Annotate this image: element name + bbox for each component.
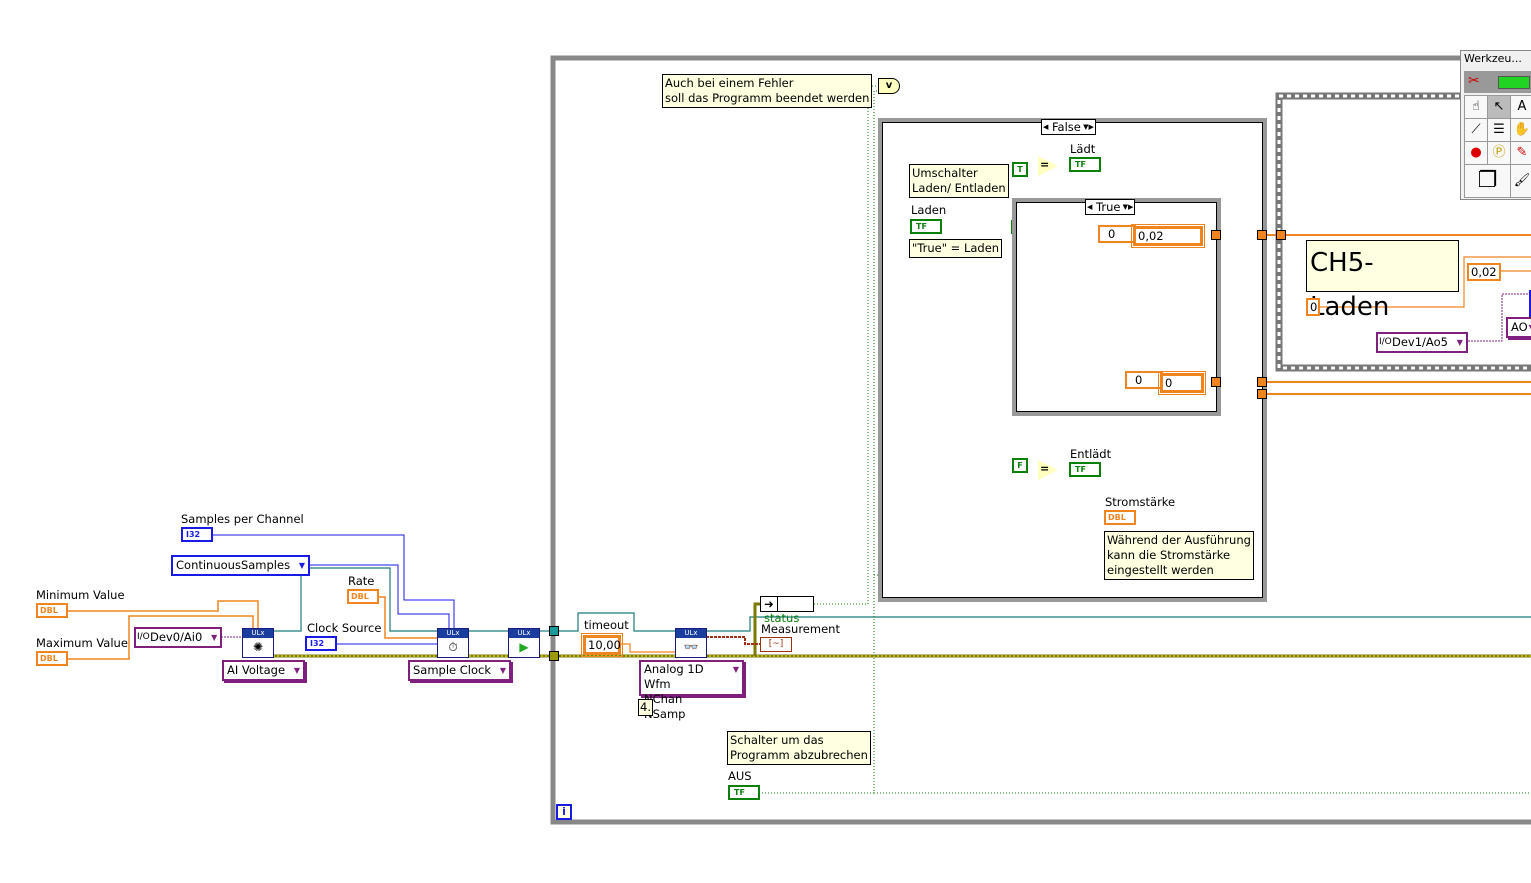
tunnel-outer-1 <box>1257 230 1267 240</box>
wire-max <box>67 615 254 660</box>
timeout-constant[interactable]: 10,00 <box>581 633 623 657</box>
laedt-indicator: TF <box>1069 157 1101 172</box>
entlaedt-indicator: TF <box>1069 462 1101 477</box>
color-tool-icon[interactable]: ❐ <box>1464 164 1511 198</box>
measurement-label: Measurement <box>761 622 840 636</box>
probe-tool-icon[interactable]: Ⓟ <box>1487 141 1511 165</box>
tunnel-sequence <box>1276 230 1286 240</box>
maximum-value-label: Maximum Value <box>36 636 128 650</box>
maximum-value-control[interactable]: DBL <box>36 651 68 666</box>
array-index-1[interactable]: 0 <box>1098 225 1136 243</box>
text-tool-icon[interactable]: A <box>1510 95 1531 119</box>
scroll-tool-icon[interactable]: ✋ <box>1510 118 1531 142</box>
shortcut-menu-tool-icon[interactable]: ☰ <box>1487 118 1511 142</box>
wire-rate <box>378 596 438 639</box>
false-constant[interactable]: F <box>1012 458 1028 473</box>
equal-compare-1[interactable]: = <box>1038 156 1058 176</box>
io-name-icon: I/O <box>137 632 150 642</box>
samples-per-channel-label: Samples per Channel <box>181 512 304 526</box>
equal-compare-2[interactable]: = <box>1038 460 1058 480</box>
array-index-2[interactable]: 0 <box>1125 371 1163 389</box>
clock-source-control[interactable]: I32 <box>305 636 337 651</box>
paintbrush-tool-icon[interactable]: 🖌 <box>1510 164 1531 198</box>
minimum-value-control[interactable]: DBL <box>36 603 68 618</box>
auto-tool-icon: ✂ <box>1468 73 1480 89</box>
note-error-stop: Auch bei einem Fehler soll das Programm … <box>662 74 873 108</box>
arrow-right-icon: ➜ <box>761 597 778 611</box>
iteration-terminal: i <box>556 804 572 820</box>
sample-clock-selector[interactable]: Sample Clock <box>408 660 512 681</box>
ulx-read-node[interactable]: ULx👓 <box>675 628 707 658</box>
ao-selector[interactable]: AO <box>1506 317 1531 338</box>
auto-tool-bar[interactable]: ✂ <box>1464 71 1531 93</box>
wire-samples <box>212 534 455 628</box>
rate-label: Rate <box>348 574 375 588</box>
array-value-1[interactable]: 0,02 <box>1131 224 1205 248</box>
sequence-zero-constant[interactable]: 0 <box>1306 298 1320 316</box>
glasses-icon: 👓 <box>683 640 699 654</box>
ulx-timing-node[interactable]: ULx⏱ <box>437 628 469 658</box>
array-value-2[interactable]: 0 <box>1158 371 1206 395</box>
aus-label: AUS <box>728 769 752 783</box>
laden-control[interactable]: TF <box>910 219 942 234</box>
unbundle-status[interactable]: ➜status <box>760 596 814 625</box>
wire-tool-icon[interactable]: ⟋ <box>1464 118 1488 142</box>
ulx-start-task-node[interactable]: ULx▶ <box>508 628 540 658</box>
stromstaerke-label: Stromstärke <box>1105 495 1176 509</box>
rate-control[interactable]: DBL <box>347 589 379 604</box>
minimum-value-label: Minimum Value <box>36 588 125 602</box>
breakpoint-tool-icon[interactable]: ● <box>1464 141 1488 165</box>
sample-mode-constant[interactable]: ContinuousSamples <box>171 555 311 576</box>
stromstaerke-control[interactable]: DBL <box>1104 510 1136 525</box>
note-switch: Umschalter Laden/ Entladen <box>909 164 1009 198</box>
tunnel-outer-2 <box>1257 377 1267 387</box>
tools-palette[interactable]: Werkzeu... ✂ ☝ ↖ A ⟋ ☰ ✋ ● Ⓟ ✎ ❐ 🖌 <box>1460 50 1531 200</box>
play-icon: ▶ <box>519 640 529 654</box>
true-constant[interactable]: T <box>1012 162 1028 177</box>
sequence-value-constant[interactable]: 0,02 <box>1467 263 1501 281</box>
outer-case-selector[interactable]: False <box>1041 119 1096 135</box>
color-copy-tool-icon[interactable]: ✎ <box>1510 141 1531 165</box>
tunnel-inner-2 <box>1211 377 1221 387</box>
wire-mode <box>293 564 450 628</box>
auto-tool-led <box>1498 76 1530 89</box>
io-name-icon: I/O <box>1379 337 1392 347</box>
note-true-laden: "True" = Laden <box>909 239 1003 258</box>
laedt-label: Lädt <box>1070 142 1096 156</box>
while-loop-frame <box>550 55 1531 825</box>
wire-min <box>67 600 259 628</box>
stopwatch-icon: ⏱ <box>448 640 458 654</box>
read-index-label: 4. <box>638 699 653 716</box>
note-current: Während der Ausführung kann die Stromstä… <box>1104 531 1254 580</box>
sequence-title-label: CH5- Laden <box>1306 240 1459 322</box>
note-abort-switch: Schalter um das Programm abzubrechen <box>727 731 871 765</box>
operate-tool-icon[interactable]: ☝ <box>1464 95 1488 119</box>
position-tool-icon[interactable]: ↖ <box>1487 95 1511 119</box>
loop-tunnel-error <box>549 651 559 661</box>
tools-palette-title: Werkzeu... <box>1464 52 1522 65</box>
laden-label: Laden <box>911 203 947 217</box>
entlaedt-label: Entlädt <box>1070 447 1112 461</box>
tunnel-inner-1 <box>1211 230 1221 240</box>
inner-case-selector[interactable]: True <box>1085 199 1136 215</box>
or-gate[interactable]: v <box>878 78 900 94</box>
ulx-create-channel-node[interactable]: ULx✺ <box>242 628 274 658</box>
ai-voltage-selector[interactable]: AI Voltage <box>222 660 306 681</box>
create-channel-icon: ✺ <box>252 640 264 654</box>
tunnel-outer-3 <box>1257 389 1267 399</box>
aus-control[interactable]: TF <box>728 785 760 800</box>
clock-source-label: Clock Source <box>307 621 382 635</box>
timeout-label: timeout <box>584 618 629 632</box>
samples-per-channel-control[interactable]: I32 <box>181 527 213 542</box>
measurement-indicator[interactable]: [~] <box>760 637 792 652</box>
loop-tunnel-task <box>549 626 559 636</box>
